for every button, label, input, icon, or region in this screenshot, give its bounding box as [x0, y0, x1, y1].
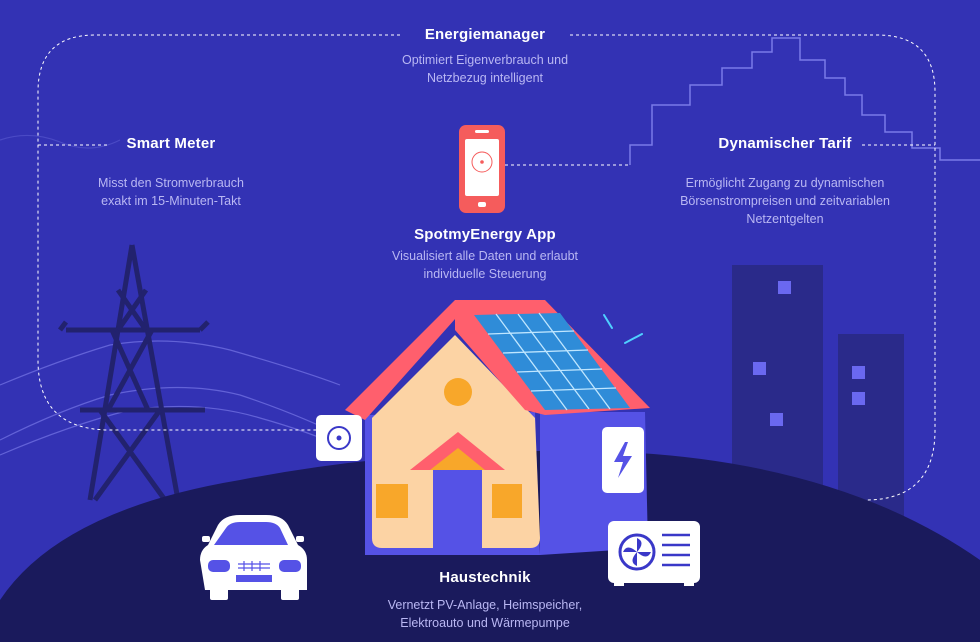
tarif-desc-line1: Ermöglicht Zugang zu dynamischen	[685, 176, 885, 190]
smartphone-icon	[459, 125, 505, 213]
app-desc: Visualisiert alle Daten und erlaubt indi…	[340, 247, 630, 283]
power-lines	[0, 134, 351, 456]
haustechnik-desc-line1: Vernetzt PV-Anlage, Heimspeicher,	[387, 598, 583, 612]
energy-manager-frame	[37, 34, 936, 501]
energiemanager-title: Energiemanager	[424, 26, 546, 43]
tarif-label: Dynamischer Tarif Ermöglicht Zugang zu d…	[650, 135, 920, 228]
energiemanager-desc-line2: Netzbezug intelligent	[426, 71, 544, 85]
haustechnik-title: Haustechnik	[439, 569, 531, 586]
energiemanager-desc: Optimiert Eigenverbrauch und Netzbezug i…	[340, 51, 630, 87]
signal-icon	[603, 314, 643, 344]
tarif-desc-line2: Börsenstrompreisen und zeitvariablen	[680, 194, 890, 208]
tarif-title: Dynamischer Tarif	[718, 135, 852, 152]
haustechnik-desc-line2: Elektroauto und Wärmepumpe	[400, 616, 570, 630]
energiemanager-label: Energiemanager Optimiert Eigenverbrauch …	[340, 26, 630, 87]
tariff-step-line	[629, 37, 980, 165]
smart-meter-desc: Misst den Stromverbrauch exakt im 15-Min…	[70, 174, 272, 210]
tarif-desc: Ermöglicht Zugang zu dynamischen Börsens…	[650, 174, 920, 228]
smart-meter-icon	[316, 415, 362, 461]
haustechnik-desc: Vernetzt PV-Anlage, Heimspeicher, Elektr…	[340, 596, 630, 632]
app-desc-line2: individuelle Steuerung	[423, 267, 547, 281]
smart-meter-desc-line1: Misst den Stromverbrauch	[98, 176, 244, 190]
smart-meter-title: Smart Meter	[126, 135, 216, 152]
smart-meter-desc-line2: exakt im 15-Minuten-Takt	[101, 194, 241, 208]
energiemanager-desc-line1: Optimiert Eigenverbrauch und	[401, 53, 569, 67]
car-icon	[200, 515, 307, 600]
smart-meter-label: Smart Meter Misst den Stromverbrauch exa…	[70, 135, 272, 210]
heat-pump-icon	[608, 521, 700, 586]
app-desc-line1: Visualisiert alle Daten und erlaubt	[392, 249, 578, 263]
power-pylon-icon	[58, 244, 210, 502]
haustechnik-label: Haustechnik Vernetzt PV-Anlage, Heimspei…	[340, 569, 630, 632]
app-title: SpotmyEnergy App	[414, 226, 556, 243]
tarif-desc-line3: Netzentgelten	[746, 212, 824, 226]
house-illustration	[345, 300, 650, 555]
app-label: SpotmyEnergy App Visualisiert alle Daten…	[340, 226, 630, 283]
battery-icon	[602, 427, 644, 493]
